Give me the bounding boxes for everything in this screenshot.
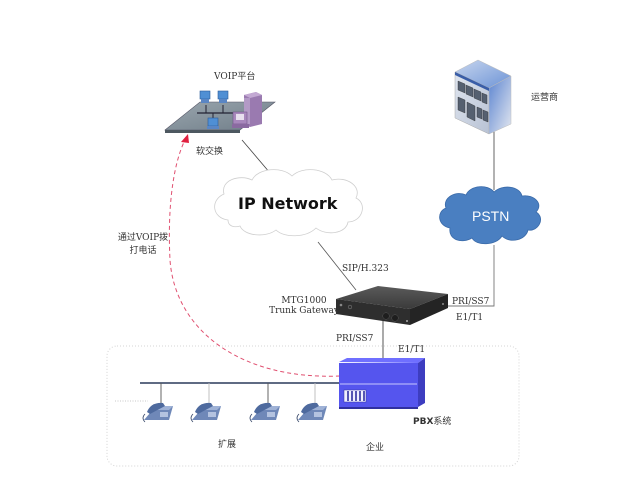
carrier-building-icon <box>454 59 512 135</box>
voip-call-path <box>168 139 341 377</box>
trunk-gateway-device <box>336 286 448 325</box>
link-ipnetwork-gateway <box>317 241 357 291</box>
sip-h323-label: SIP/H.323 <box>342 264 389 274</box>
telephone-icon <box>142 402 173 423</box>
gateway-label: MTG1000 Trunk Gateway <box>264 296 344 316</box>
pbx-label-prefix: PBX <box>413 417 434 427</box>
pbx-label-suffix: 系统 <box>433 417 452 427</box>
gateway-name: Trunk Gateway <box>269 306 339 316</box>
enterprise-label: 企业 <box>366 443 385 453</box>
carrier-label: 运营商 <box>531 93 559 103</box>
telephone-icon <box>190 402 221 423</box>
softswitch-label: 软交换 <box>196 147 224 157</box>
pstn-link-interface: E1/T1 <box>456 313 484 323</box>
voip-call-label-line1: 通过VOIP拨 <box>117 233 169 243</box>
voip-call-label: 通过VOIP拨 打电话 <box>115 230 171 256</box>
extensions-label: 扩展 <box>218 440 237 450</box>
ip-network-cloud <box>214 169 363 237</box>
enterprise-boundary <box>106 345 520 467</box>
pbx-label: PBX系统 <box>413 414 451 427</box>
pbx-link-protocol: PRI/SS7 <box>336 334 374 344</box>
voip-call-label-line2: 打电话 <box>129 246 157 256</box>
pbx-device <box>339 358 425 409</box>
extension-drops <box>160 383 316 404</box>
extension-phones <box>142 402 327 423</box>
pstn-cloud <box>439 186 541 245</box>
link-pstn-gateway <box>440 245 495 307</box>
telephone-icon <box>296 402 327 423</box>
voip-platform-title: VOIP平台 <box>214 72 256 82</box>
ip-network-label: IP Network <box>238 194 338 213</box>
voip-platform-icon <box>164 90 276 133</box>
pstn-link-protocol: PRI/SS7 <box>452 297 490 307</box>
gateway-model: MTG1000 <box>281 296 327 306</box>
pstn-label: PSTN <box>472 208 510 224</box>
voip-call-arrowhead <box>181 134 189 143</box>
telephone-icon <box>249 402 280 423</box>
pbx-link-interface: E1/T1 <box>398 345 426 355</box>
